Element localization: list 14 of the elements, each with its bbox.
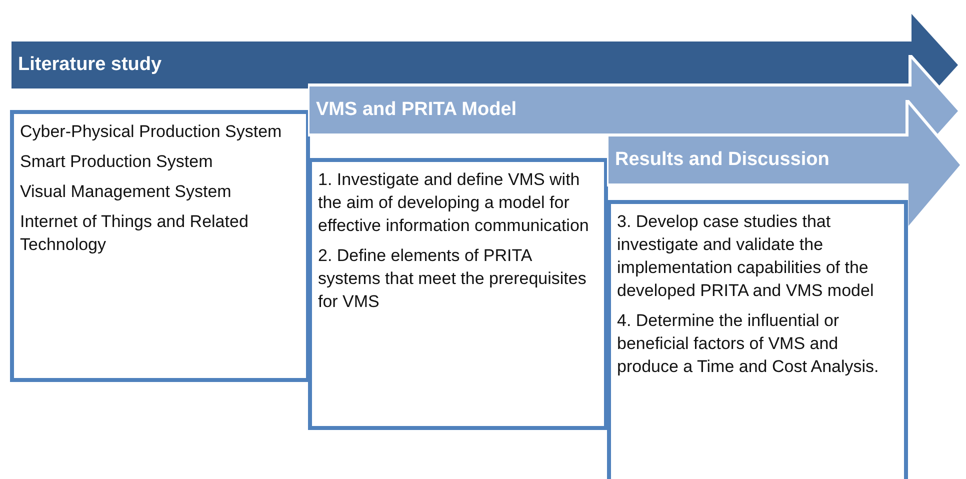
list-item: Internet of Things and Related Technology — [20, 211, 250, 256]
stage-title: Literature study — [18, 53, 162, 77]
list-item: 3. Develop case studies that investigate and validate the implementation capabilities of the developed PRITA and VMS model — [617, 211, 875, 302]
list-item: 1. Investigate and define VMS with the aim of developing a model for effective information communication — [318, 169, 590, 237]
content-box — [308, 158, 608, 430]
stage-title: VMS and PRITA Model — [316, 98, 517, 122]
content-box — [10, 110, 310, 382]
list-item: Cyber-Physical Production System — [20, 121, 283, 143]
list-item: Visual Management System — [20, 181, 232, 203]
list-item: Smart Production System — [20, 151, 214, 173]
stage-title: Results and Discussion — [615, 148, 830, 172]
list-item: 2. Define elements of PRITA systems that meet the prerequisites for VMS — [318, 245, 588, 313]
list-item: 4. Determine the influential or beneficial factors of VMS and produce a Time and Cost Analysis. — [617, 310, 880, 378]
content-box — [607, 200, 908, 479]
